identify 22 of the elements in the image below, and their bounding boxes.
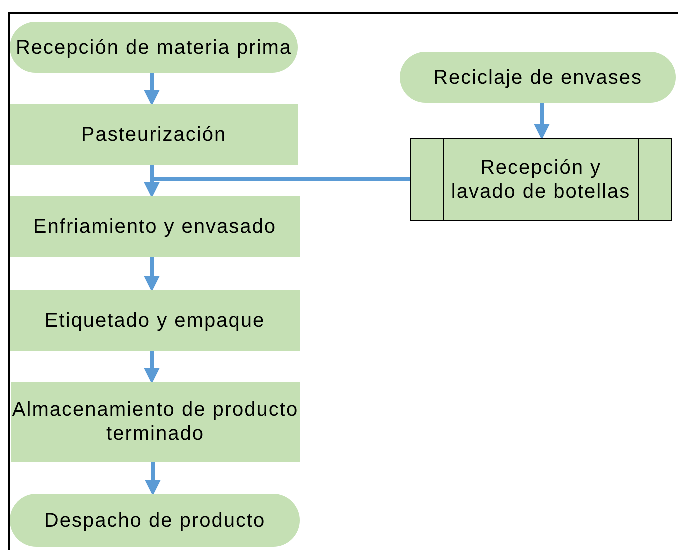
terminal-shape — [10, 494, 300, 547]
arrow — [144, 178, 410, 198]
node-label: Recepción de materia prima — [16, 36, 292, 60]
terminal-shape — [10, 22, 298, 73]
process-box — [10, 104, 298, 165]
node-label: Almacenamiento de producto terminado — [11, 398, 300, 446]
node-label: Pasteurización — [81, 122, 227, 146]
arrow — [144, 351, 160, 384]
process-box — [11, 382, 300, 462]
node-label: Recepción y lavado de botellas — [450, 156, 632, 204]
predefined-process-box — [410, 138, 672, 221]
process-box — [10, 290, 300, 351]
process-box — [10, 196, 300, 257]
node-label: Enfriamiento y envasado — [33, 214, 277, 238]
terminal-shape — [400, 52, 676, 103]
node-label: Reciclaje de envases — [434, 66, 642, 90]
node-label: Despacho de producto — [44, 508, 266, 532]
arrow — [145, 462, 161, 496]
arrow — [144, 257, 160, 292]
arrow — [144, 73, 160, 106]
node-label: Etiquetado y empaque — [44, 308, 266, 332]
arrow — [534, 103, 550, 140]
